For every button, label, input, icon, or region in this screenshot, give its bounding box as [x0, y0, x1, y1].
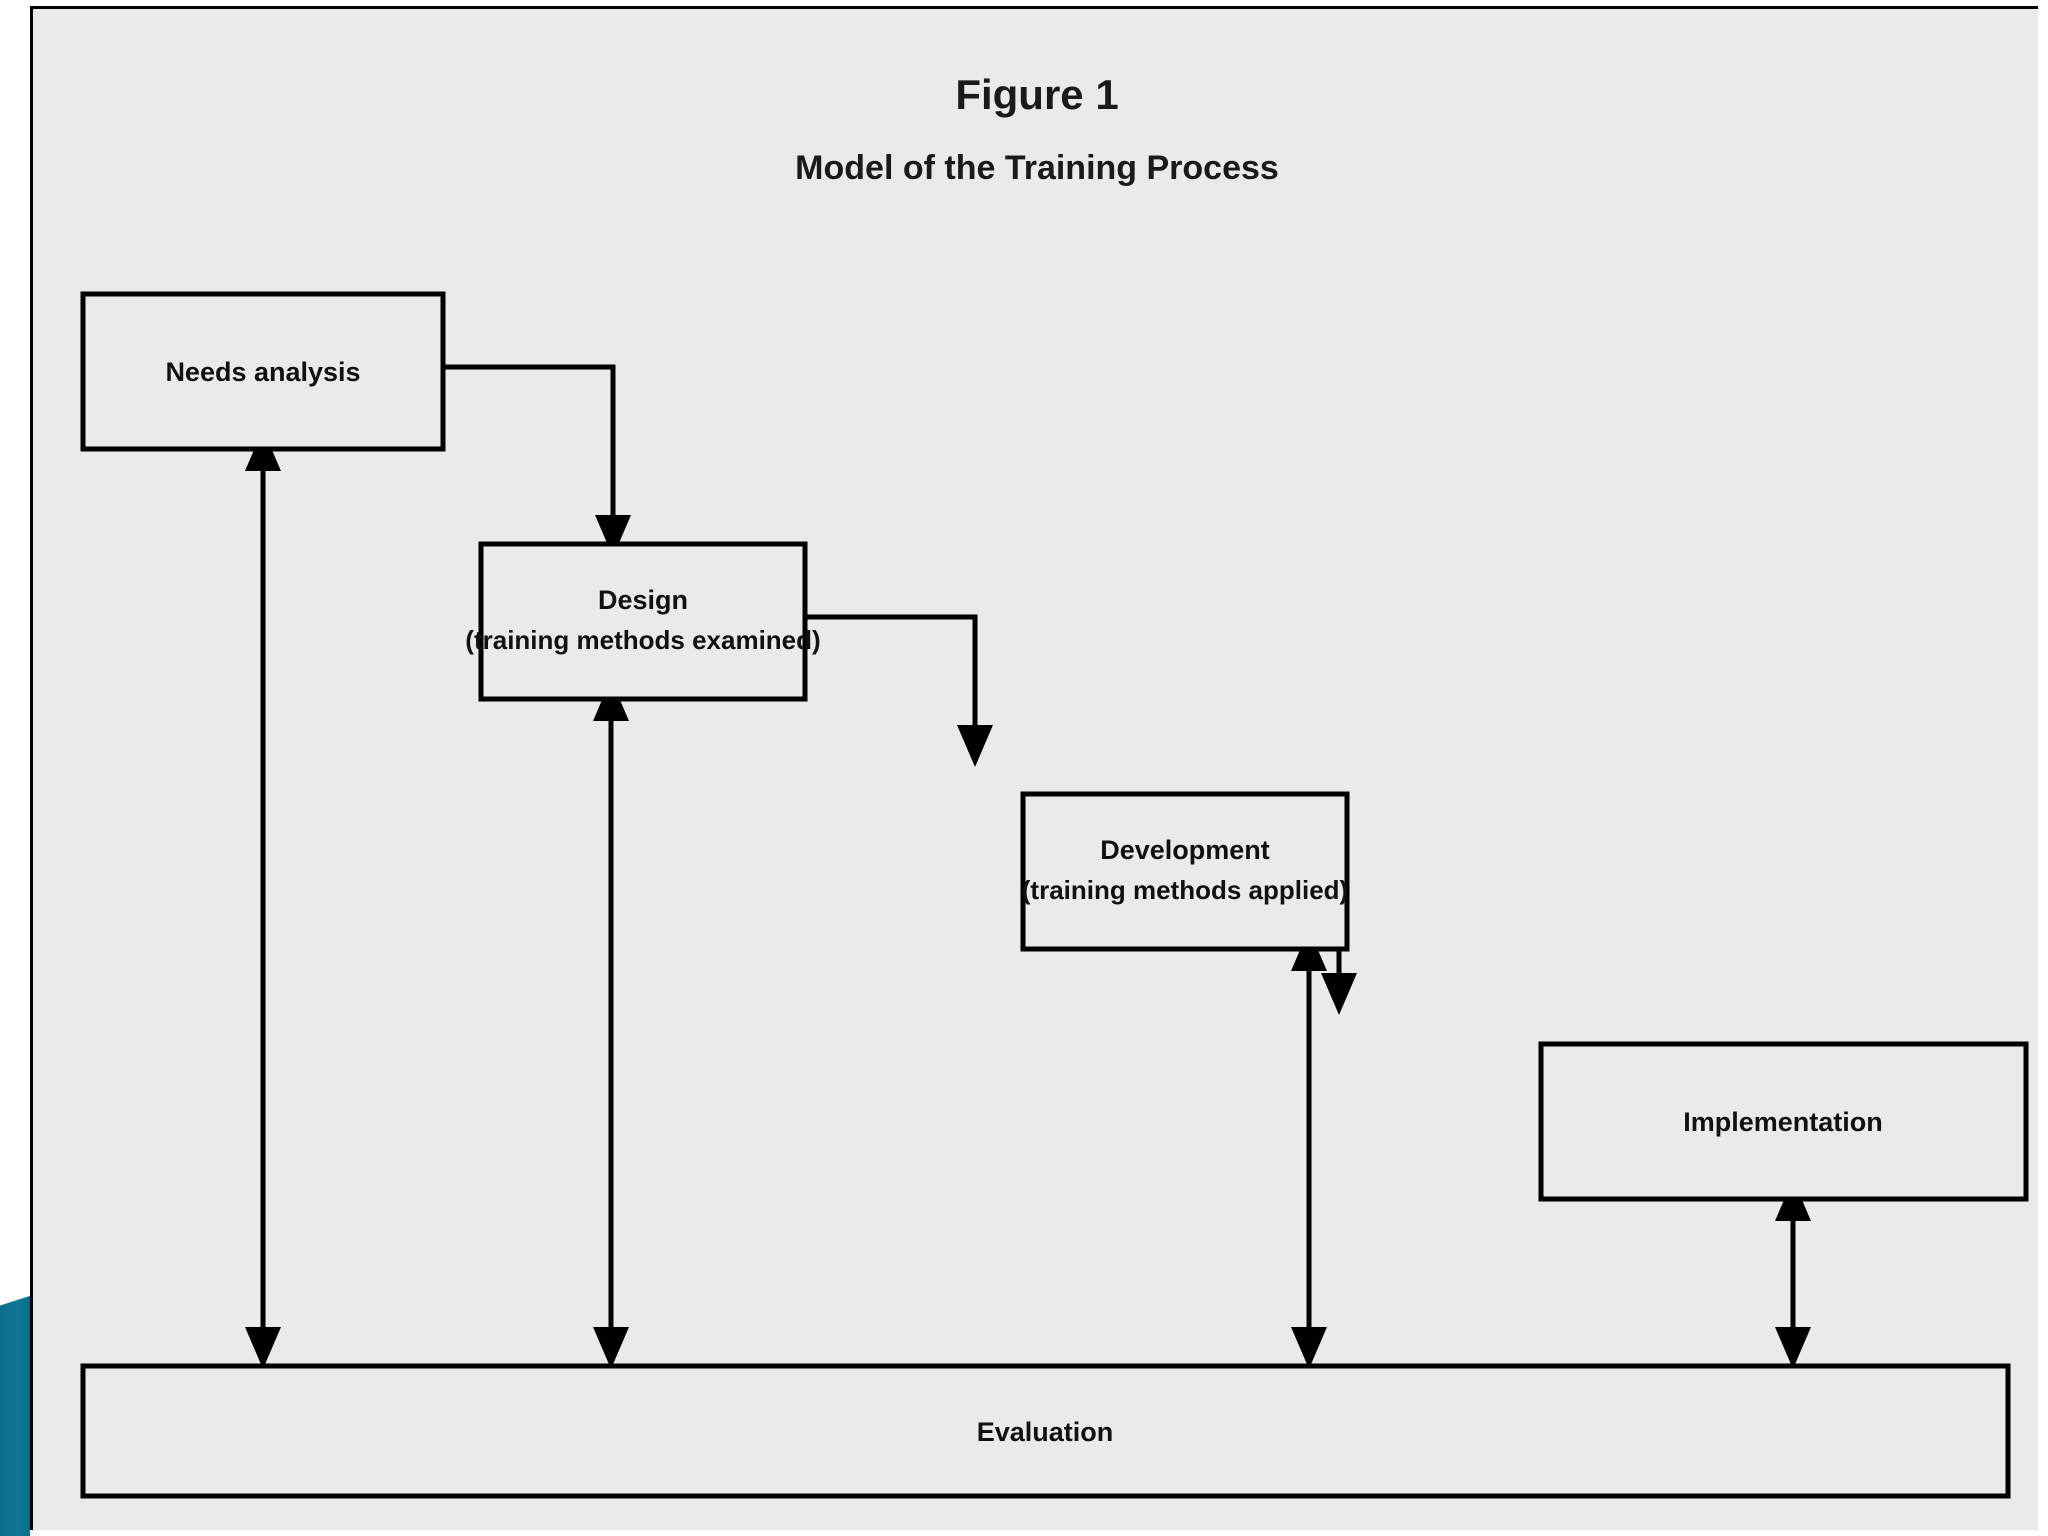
arrow-head-down-icon: [1321, 973, 1357, 1015]
node-needs-analysis[interactable]: Needs analysis: [80, 291, 446, 452]
arrow-head-down-icon: [595, 515, 631, 557]
node-evaluation-label: Evaluation: [977, 1417, 1114, 1447]
node-development[interactable]: Development (training methods applied): [1020, 791, 1350, 952]
edge-implementation-evaluation: [1775, 1179, 1811, 1369]
edge-design-evaluation: [593, 679, 629, 1369]
figure-subtitle: Model of the Training Process: [795, 149, 1279, 187]
node-implementation-box[interactable]: [1538, 1041, 2029, 1202]
arrow-head-down-icon: [1291, 1327, 1327, 1369]
node-implementation[interactable]: Implementation: [1538, 1041, 2029, 1202]
decorative-teal-accent: [0, 1296, 30, 1536]
node-needs-analysis-label: Needs analysis: [165, 357, 360, 387]
training-process-diagram: Figure 1 Model of the Training Process: [80, 71, 2029, 1499]
edge-development-evaluation: [1291, 929, 1327, 1369]
arrow-head-down-icon: [1775, 1327, 1811, 1369]
node-design-box[interactable]: [478, 541, 808, 702]
node-development-sublabel: (training methods applied): [1022, 875, 1348, 905]
node-design[interactable]: Design (training methods examined): [465, 541, 821, 702]
node-design-sublabel: (training methods examined): [465, 625, 820, 655]
edge-design-to-development: [805, 614, 993, 767]
arrow-head-down-icon: [593, 1327, 629, 1369]
edge-needs-to-design: [443, 364, 631, 557]
node-development-box[interactable]: [1020, 791, 1350, 952]
figure-panel: Figure 1 Model of the Training Process: [30, 6, 2038, 1530]
node-design-label: Design: [598, 585, 688, 615]
node-evaluation[interactable]: Evaluation: [80, 1363, 2011, 1499]
arrow-head-down-icon: [957, 725, 993, 767]
node-development-label: Development: [1100, 835, 1270, 865]
node-implementation-label: Implementation: [1683, 1107, 1883, 1137]
node-evaluation-box[interactable]: [80, 1363, 2011, 1499]
edge-needs-evaluation: [245, 429, 281, 1369]
node-needs-analysis-box[interactable]: [80, 291, 446, 452]
figure-title: Figure 1: [955, 71, 1118, 118]
arrow-head-down-icon: [245, 1327, 281, 1369]
